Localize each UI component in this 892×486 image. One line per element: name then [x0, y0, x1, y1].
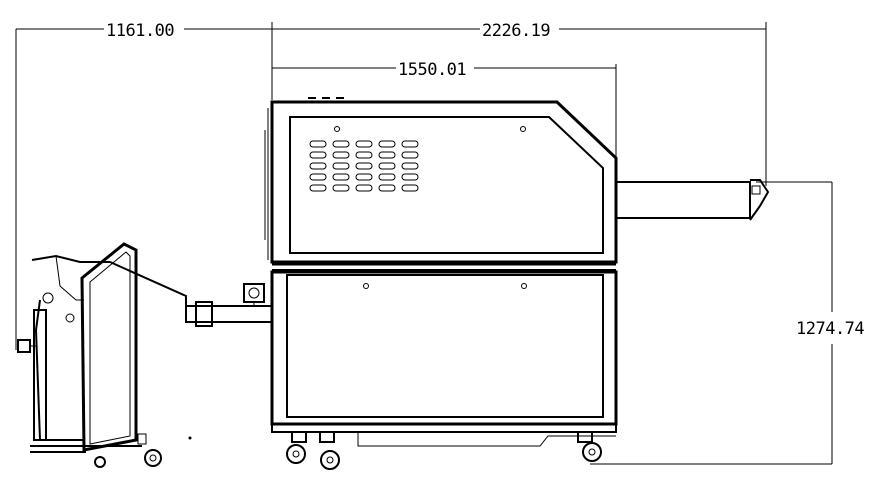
- vent-slot: [378, 140, 396, 148]
- vent-slot: [378, 173, 396, 181]
- connecting-arm: [185, 283, 273, 327]
- loader-front-column: [80, 242, 138, 452]
- vent-slot: [378, 184, 396, 192]
- vent-slot: [401, 173, 419, 181]
- vent-slot: [355, 140, 373, 148]
- vent-slots: [309, 140, 419, 192]
- upper-housing-panel: [289, 116, 604, 254]
- dimension-height: 1274.74: [590, 181, 865, 465]
- machine-base: [271, 423, 617, 433]
- lower-cabinet-outline: [270, 270, 618, 426]
- vent-slot: [332, 140, 350, 148]
- dimension-label-left-width: 1161.00: [106, 21, 174, 41]
- vent-slot: [378, 151, 396, 159]
- vent-slot: [355, 184, 373, 192]
- vent-slot: [378, 162, 396, 170]
- vent-slot: [401, 184, 419, 192]
- dimension-label-height: 1274.74: [796, 319, 864, 339]
- vent-slot: [309, 151, 327, 159]
- vent-slot: [401, 151, 419, 159]
- dimension-label-overall-length: 2226.19: [482, 21, 550, 41]
- vent-slot: [332, 173, 350, 181]
- dimension-overall-length: 2226.19: [271, 21, 767, 186]
- vent-slot: [309, 162, 327, 170]
- dimension-body-length: 1550.01: [272, 60, 617, 182]
- vent-slot: [332, 184, 350, 192]
- vent-slot: [355, 173, 373, 181]
- vent-slot: [309, 173, 327, 181]
- vent-slot: [309, 184, 327, 192]
- dimension-lines: 1161.00 2226.19 1550.01 1274.74: [15, 21, 865, 465]
- vent-slot: [332, 162, 350, 170]
- vent-slot: [401, 140, 419, 148]
- lower-cabinet-door: [286, 274, 604, 418]
- dimension-label-body-length: 1550.01: [398, 60, 466, 80]
- vent-slot: [355, 151, 373, 159]
- caster-wheels-main: [286, 431, 602, 470]
- main-machine: [264, 97, 770, 470]
- vent-slot: [355, 162, 373, 170]
- dimension-left-width: 1161.00: [15, 21, 272, 350]
- vent-slot: [332, 151, 350, 159]
- upper-housing-outline: [270, 100, 618, 264]
- vent-slot: [309, 140, 327, 148]
- loader-unit: [17, 242, 192, 468]
- vent-slot: [401, 162, 419, 170]
- discharge-tunnel: [616, 179, 770, 221]
